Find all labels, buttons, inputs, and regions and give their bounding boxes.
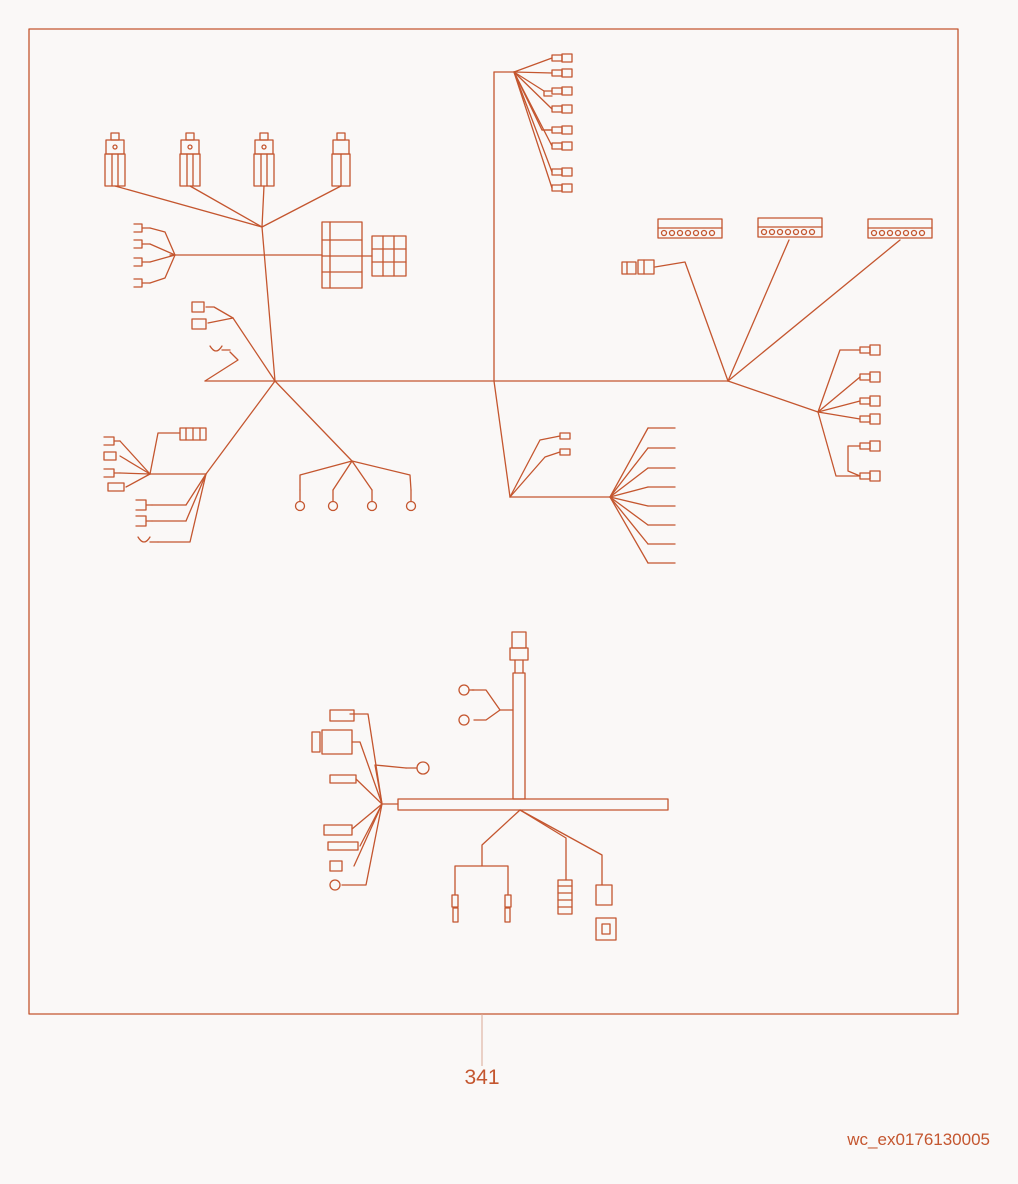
callout-number: 341 (464, 1066, 500, 1089)
terminal-blocks (621, 217, 933, 275)
terminal-group-top-center (551, 53, 573, 193)
right-branch (654, 239, 901, 477)
ring-terminals-left (294, 489, 417, 512)
fuse-box (321, 221, 407, 289)
center-branch (509, 427, 676, 564)
terminal-group-right (859, 344, 881, 482)
relay-connector-3 (253, 132, 275, 187)
lower-left-branch (119, 380, 412, 543)
bottom-harness (311, 631, 669, 941)
top-center-fan (513, 57, 553, 189)
relay-connector-1 (104, 132, 126, 187)
relay-connector-4 (331, 132, 351, 187)
terminal-group-left-lower (103, 427, 207, 543)
relay-connector-2 (179, 132, 201, 187)
top-left-branch (114, 185, 342, 382)
drawing-frame (28, 28, 959, 1015)
terminal-group-left-upper (133, 223, 231, 352)
main-trunk (204, 71, 729, 498)
reference-code: wc_ex0176130005 (847, 1130, 990, 1149)
